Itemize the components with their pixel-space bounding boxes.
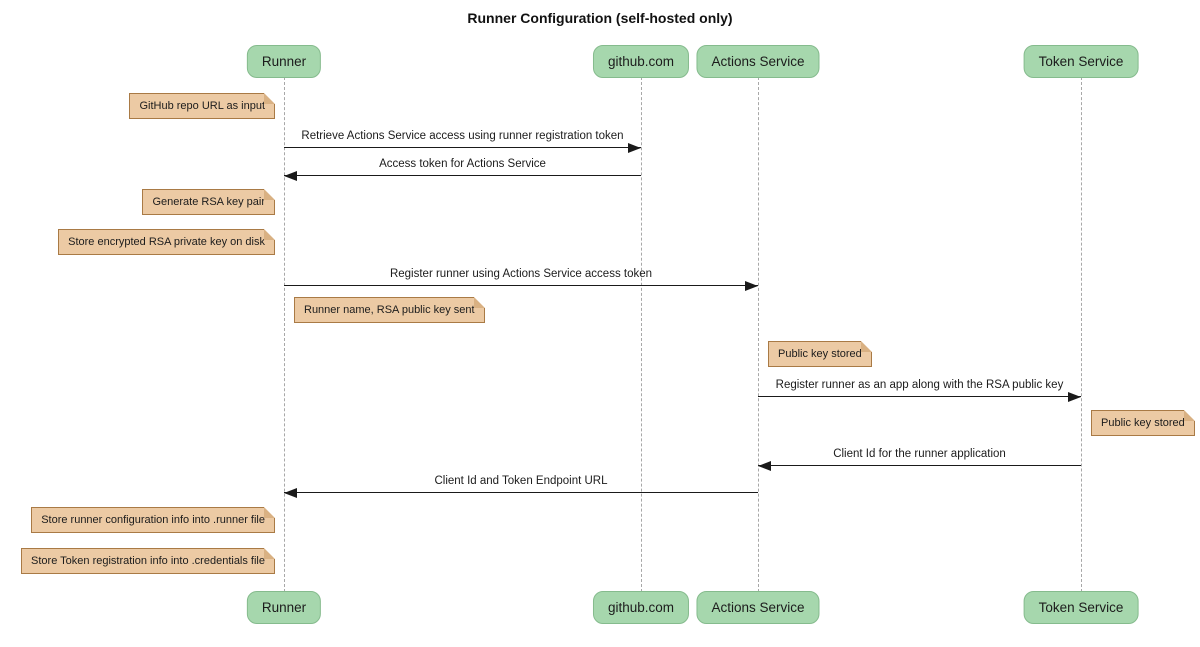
note-public-key-stored-actions: Public key stored bbox=[768, 341, 872, 367]
actor-token-service-bottom: Token Service bbox=[1023, 591, 1139, 624]
actor-github-bottom: github.com bbox=[592, 591, 690, 624]
message-label: Retrieve Actions Service access using ru… bbox=[301, 130, 624, 142]
message-line bbox=[758, 465, 1081, 467]
lifeline-runner bbox=[284, 77, 285, 592]
note-store-token-registration: Store Token registration info into .cred… bbox=[21, 548, 275, 574]
lifeline-token-service bbox=[1081, 77, 1082, 592]
actor-github-top: github.com bbox=[592, 45, 690, 78]
message-line bbox=[284, 285, 758, 287]
note-store-runner-config: Store runner configuration info into .ru… bbox=[31, 507, 275, 533]
note-runner-name-sent: Runner name, RSA public key sent bbox=[294, 297, 485, 323]
note-github-repo-url: GitHub repo URL as input bbox=[129, 93, 275, 119]
message-line bbox=[758, 396, 1081, 398]
message-label: Access token for Actions Service bbox=[379, 158, 546, 170]
lifeline-actions-service bbox=[758, 77, 759, 592]
message-label: Register runner using Actions Service ac… bbox=[389, 268, 653, 280]
actor-runner-bottom: Runner bbox=[246, 591, 322, 624]
arrow-right-icon bbox=[745, 281, 758, 291]
actor-runner-top: Runner bbox=[246, 45, 322, 78]
note-generate-rsa-key: Generate RSA key pair bbox=[142, 189, 275, 215]
actor-actions-service-bottom: Actions Service bbox=[696, 591, 820, 624]
arrow-right-icon bbox=[628, 143, 641, 153]
actor-actions-service-top: Actions Service bbox=[696, 45, 820, 78]
note-public-key-stored-token: Public key stored bbox=[1091, 410, 1195, 436]
arrow-left-icon bbox=[758, 461, 771, 471]
message-line bbox=[284, 147, 641, 149]
lifeline-github bbox=[641, 77, 642, 592]
message-label: Client Id and Token Endpoint URL bbox=[434, 475, 608, 487]
arrow-left-icon bbox=[284, 171, 297, 181]
message-line bbox=[284, 492, 758, 494]
actor-token-service-top: Token Service bbox=[1023, 45, 1139, 78]
message-label: Client Id for the runner application bbox=[833, 448, 1006, 460]
message-label: Register runner as an app along with the… bbox=[775, 379, 1064, 391]
note-store-private-key: Store encrypted RSA private key on disk bbox=[58, 229, 275, 255]
message-line bbox=[284, 175, 641, 177]
arrow-left-icon bbox=[284, 488, 297, 498]
arrow-right-icon bbox=[1068, 392, 1081, 402]
diagram-title: Runner Configuration (self-hosted only) bbox=[467, 10, 733, 26]
